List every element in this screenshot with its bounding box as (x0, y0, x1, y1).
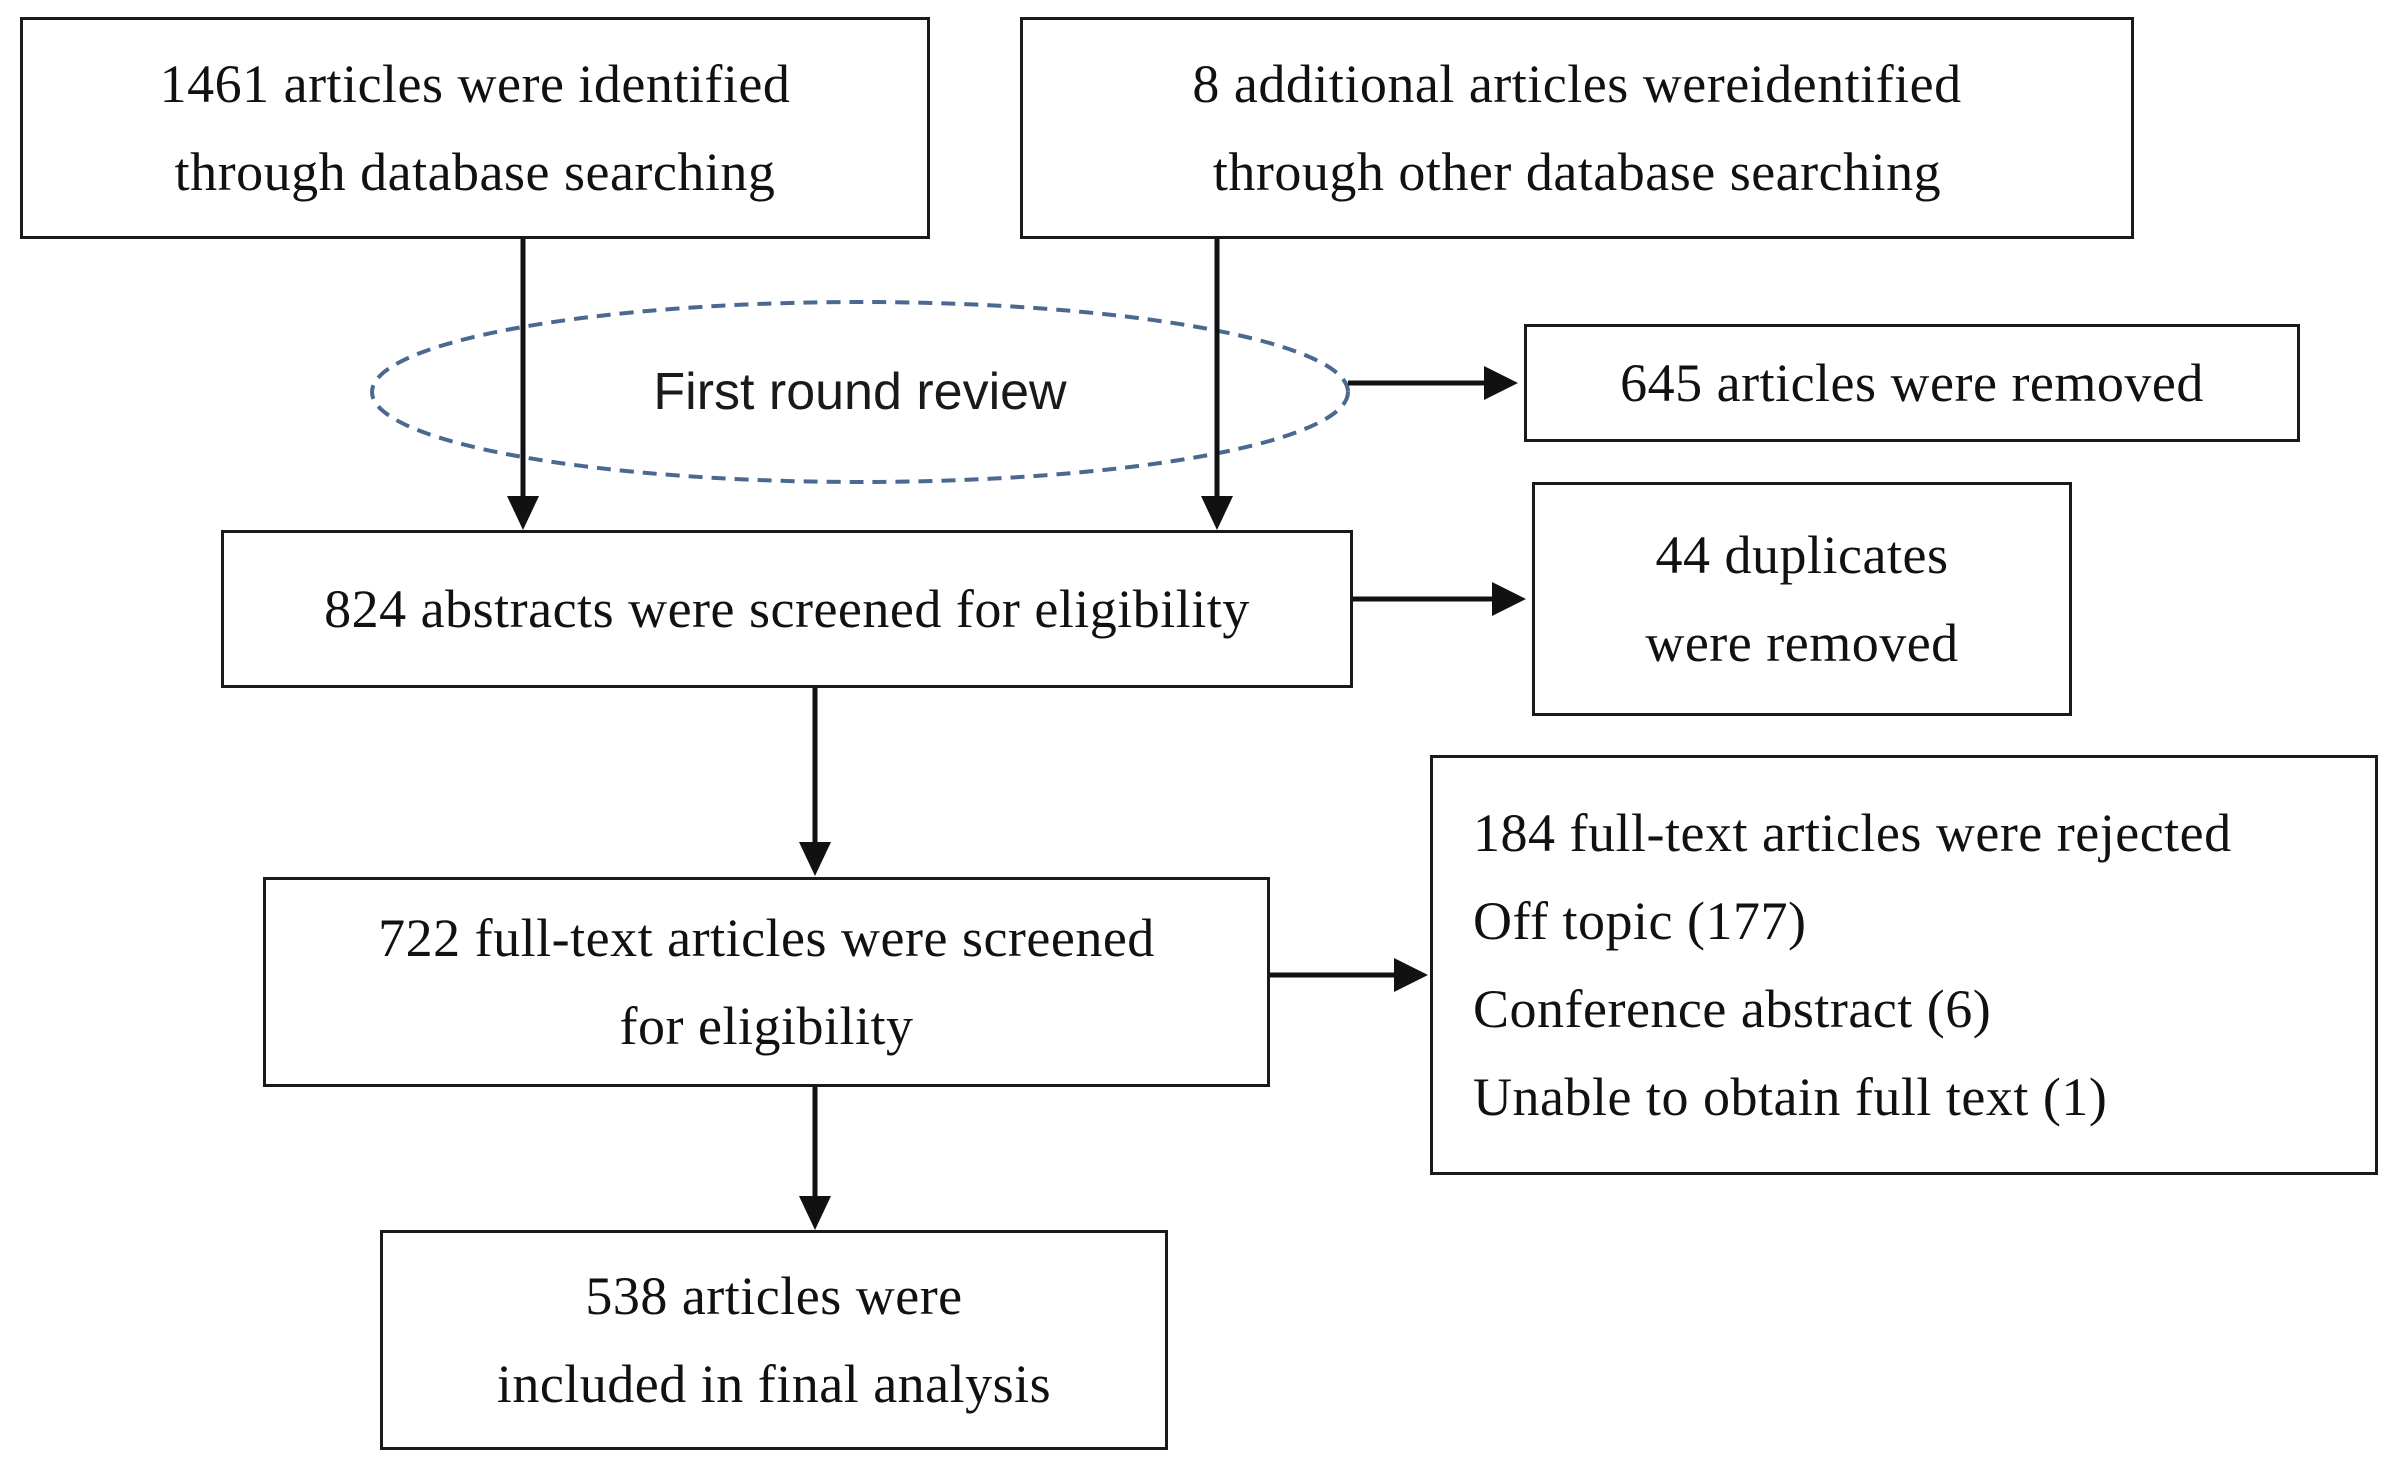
arrowhead-fulltext-to-rejected (1394, 958, 1428, 992)
fulltext-rejected-line-1: 184 full-text articles were rejected (1473, 803, 2232, 863)
arrowhead-other-to-abstracts (1201, 496, 1233, 530)
fulltext-screened-line-2: for eligibility (619, 996, 914, 1056)
duplicates-removed-line-2: were removed (1645, 613, 1959, 673)
identified-other-line-2: through other database searching (1212, 142, 1942, 202)
arrowhead-abstracts-to-duplicates (1492, 582, 1526, 616)
first-round-review-ellipse (370, 300, 1350, 484)
arrowhead-fulltext-to-included (799, 1196, 831, 1230)
arrowhead-db-to-abstracts (507, 496, 539, 530)
identified-other-box: 8 additional articles wereidentified thr… (1020, 17, 2134, 239)
arrowhead-abstracts-to-fulltext (799, 842, 831, 876)
included-final-line-1: 538 articles were (585, 1266, 963, 1326)
included-final-box: 538 articles were included in final anal… (380, 1230, 1168, 1450)
fulltext-rejected-line-3: Conference abstract (6) (1473, 979, 1992, 1039)
identified-other-line-1: 8 additional articles wereidentified (1192, 54, 1962, 114)
removed-645-box: 645 articles were removed (1524, 324, 2300, 442)
abstracts-screened-box: 824 abstracts were screened for eligibil… (221, 530, 1353, 688)
fulltext-rejected-line-4: Unable to obtain full text (1) (1473, 1067, 2108, 1127)
identified-db-box: 1461 articles were identified through da… (20, 17, 930, 239)
identified-db-line-2: through database searching (174, 142, 776, 202)
first-round-review-label: First round review (653, 363, 1067, 421)
duplicates-removed-line-1: 44 duplicates (1655, 525, 1949, 585)
abstracts-screened-line-1: 824 abstracts were screened for eligibil… (324, 579, 1250, 639)
removed-645-line-1: 645 articles were removed (1620, 353, 2204, 413)
arrowhead-review-to-removed (1484, 366, 1518, 400)
fulltext-rejected-box: 184 full-text articles were rejected Off… (1430, 755, 2378, 1175)
included-final-line-2: included in final analysis (496, 1354, 1052, 1414)
duplicates-removed-box: 44 duplicates were removed (1532, 482, 2072, 716)
fulltext-screened-line-1: 722 full-text articles were screened (378, 908, 1155, 968)
identified-db-line-1: 1461 articles were identified (159, 54, 791, 114)
fulltext-screened-box: 722 full-text articles were screened for… (263, 877, 1270, 1087)
fulltext-rejected-line-2: Off topic (177) (1473, 891, 1807, 951)
